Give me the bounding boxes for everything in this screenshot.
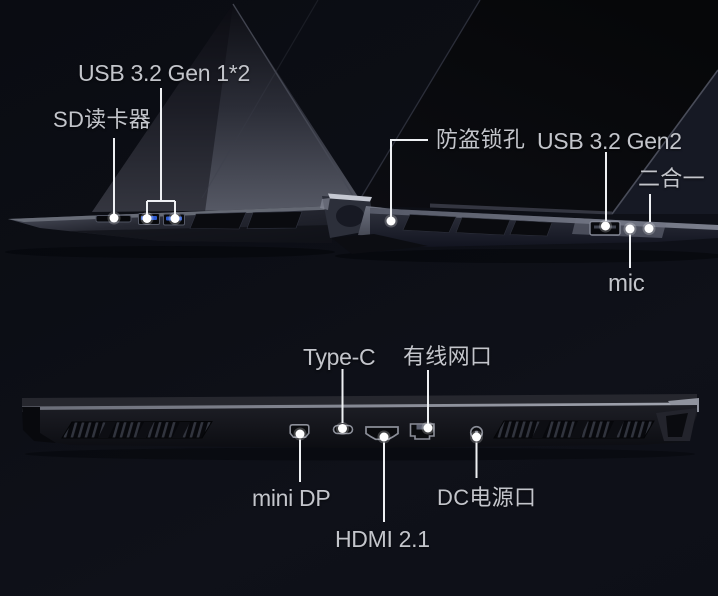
vent-right-2	[455, 217, 511, 236]
vent-left-1	[189, 212, 247, 230]
label-lan: 有线网口	[403, 344, 493, 369]
rear-vent-right	[493, 420, 655, 439]
label-sd-reader: SD读卡器	[53, 107, 152, 132]
label-type-c: Type-C	[303, 344, 376, 370]
hinge-foot	[332, 234, 428, 254]
label-two-in-one: 二合一	[638, 166, 705, 191]
base-left-chamfer	[70, 225, 332, 243]
label-dc-power: DC电源口	[437, 485, 537, 510]
label-usb-gen2: USB 3.2 Gen2	[537, 128, 682, 154]
rear-view-laptop	[22, 394, 699, 461]
vent-right-3	[509, 220, 553, 237]
leader-lines	[113, 88, 651, 522]
rear-left-hook	[22, 407, 56, 443]
lid-wedge-shade	[92, 4, 233, 212]
label-mic: mic	[608, 270, 645, 297]
screen-bottom-edge	[430, 203, 612, 215]
rear-vent-left	[61, 420, 213, 439]
label-mini-dp: mini DP	[252, 485, 331, 511]
label-hdmi: HDMI 2.1	[335, 526, 430, 552]
screen-lid	[356, 0, 718, 214]
vent-right-1	[402, 214, 457, 233]
vent-left-2	[246, 211, 303, 229]
label-usb-gen1: USB 3.2 Gen 1*2	[78, 60, 250, 86]
label-lock-slot: 防盗锁孔	[436, 127, 526, 152]
side-view-laptop	[5, 0, 718, 263]
hinge-highlight	[328, 193, 372, 202]
